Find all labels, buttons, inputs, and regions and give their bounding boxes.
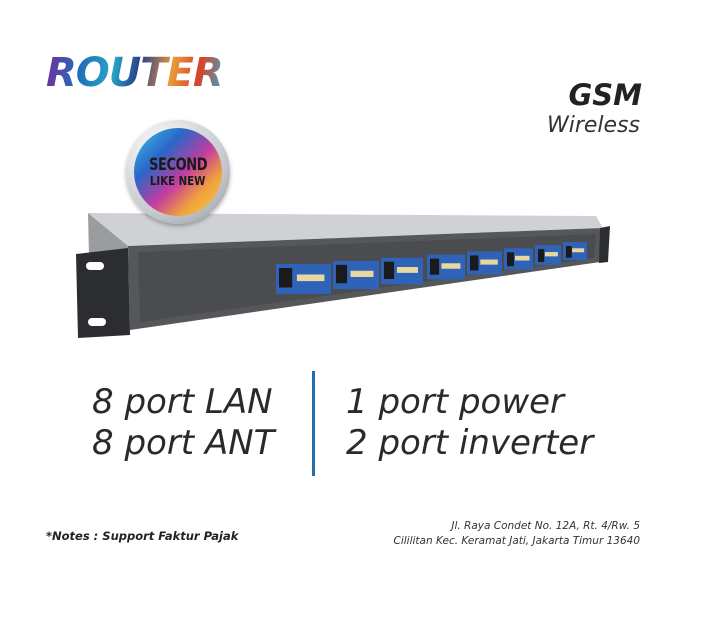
port-label-strip [350,270,374,277]
address-line2: Cililitan Kec. Keramat Jati, Jakarta Tim… [393,535,640,547]
spec-power: 1 port power [346,382,565,422]
second-like-new-badge: SECOND LIKE NEW [126,120,230,224]
port-label-strip [480,259,498,265]
router-top-surface [88,213,603,246]
lan-port-module [535,245,561,265]
lan-port-module [467,251,502,275]
lan-port-module [333,260,379,290]
router-logo: ROUTER [46,50,224,96]
address-line1: Jl. Raya Condet No. 12A, Rt. 4/Rw. 5 [451,520,640,532]
lan-port-module [276,264,331,294]
rj45-jack [470,255,479,271]
footer-address: Jl. Raya Condet No. 12A, Rt. 4/Rw. 5 Cil… [394,519,640,549]
spec-divider [312,371,315,476]
lan-port-module [427,254,465,280]
lan-port-module [381,257,423,285]
footer-notes: *Notes : Support Faktur Pajak [46,529,239,543]
badge-line1: SECOND [149,155,207,175]
rack-ear-slot [86,262,104,270]
badge-face: SECOND LIKE NEW [134,128,222,216]
product-subtitle: Wireless [546,113,640,138]
rj45-jack [279,268,293,288]
spec-ant: 8 port ANT [92,423,275,463]
rack-ear-slot [88,318,106,326]
rj45-jack [336,264,348,284]
lan-port-module [563,242,587,260]
port-label-strip [515,255,530,261]
rj45-jack [384,261,395,279]
spec-lan: 8 port LAN [92,382,273,422]
rj45-jack [538,249,545,262]
lan-port-module [504,248,533,270]
left-rack-ear [76,248,130,338]
product-title: GSM [568,78,642,112]
badge-line2: LIKE NEW [150,174,206,188]
right-rack-ear [599,226,610,263]
port-label-strip [396,267,418,273]
rj45-jack [430,258,440,275]
rj45-jack [507,252,514,267]
port-label-strip [572,248,585,253]
rj45-jack [566,246,572,258]
port-label-strip [441,263,461,269]
port-label-strip [296,274,325,282]
port-label-strip [544,252,558,257]
spec-inverter: 2 port inverter [346,423,594,463]
